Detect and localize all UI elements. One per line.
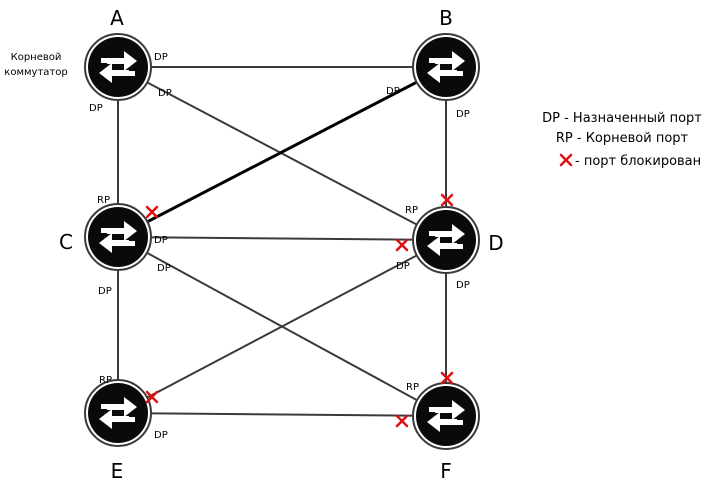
- blocked-port-icon: [145, 205, 159, 219]
- switch-d[interactable]: [411, 205, 481, 275]
- port-label-d-upleft: RP: [405, 205, 418, 216]
- switch-icon: [83, 202, 153, 272]
- link-c-d: [117, 236, 447, 241]
- port-label-c-down: DP: [98, 286, 112, 297]
- port-label-f-upleft: RP: [406, 382, 419, 393]
- port-label-c-diag: DP: [157, 263, 171, 274]
- node-label-c: C: [59, 230, 73, 254]
- port-label-e-right: DP: [154, 430, 168, 441]
- root-switch-label-line2: коммутатор: [4, 67, 67, 78]
- port-label-e-up: RP: [99, 375, 112, 386]
- blocked-port-icon: [440, 193, 454, 207]
- switch-icon: [411, 32, 481, 102]
- port-labels: DP DP DP DP DP RP DP DP DP RP DP DP RP D…: [89, 52, 470, 441]
- node-label-e: E: [111, 459, 124, 483]
- blocked-port-icon: [559, 153, 573, 167]
- blocked-port-icon: [395, 414, 409, 428]
- port-label-a-down: DP: [89, 103, 103, 114]
- blocked-ports: [145, 193, 454, 428]
- port-label-c-up: RP: [97, 195, 110, 206]
- root-switch-label-line1: Корневой: [11, 52, 62, 63]
- switch-e[interactable]: [83, 378, 153, 448]
- port-label-d-down: DP: [456, 280, 470, 291]
- node-label-f: F: [440, 459, 452, 483]
- blocked-port-icon: [440, 371, 454, 385]
- legend-rp: RP - Корневой порт: [556, 131, 689, 146]
- node-label-d: D: [488, 231, 503, 255]
- switch-c[interactable]: [83, 202, 153, 272]
- switch-icon: [83, 378, 153, 448]
- blocked-port-icon: [395, 238, 409, 252]
- legend: DP - Назначенный порт RP - Корневой порт…: [542, 111, 702, 169]
- link-d-e: [117, 239, 447, 414]
- blocked-port-icon: [145, 390, 159, 404]
- switch-icon: [411, 381, 481, 451]
- link-b-c: [117, 65, 447, 239]
- port-label-b-down: DP: [456, 109, 470, 120]
- legend-blocked: - порт блокирован: [575, 154, 701, 169]
- port-label-a-diag: DP: [158, 88, 172, 99]
- switch-a[interactable]: [83, 32, 153, 102]
- switch-f[interactable]: [411, 381, 481, 451]
- links: [117, 65, 447, 417]
- node-label-b: B: [439, 6, 453, 30]
- legend-dp: DP - Назначенный порт: [542, 111, 702, 126]
- switch-icon: [83, 32, 153, 102]
- port-label-d-downleft: DP: [396, 261, 410, 272]
- node-label-a: A: [110, 6, 124, 30]
- switch-icon: [411, 205, 481, 275]
- link-e-f: [117, 412, 447, 417]
- switch-b[interactable]: [411, 32, 481, 102]
- port-label-b-diag: DP: [386, 86, 400, 97]
- port-label-c-right: DP: [154, 235, 168, 246]
- port-label-a-right: DP: [154, 52, 168, 63]
